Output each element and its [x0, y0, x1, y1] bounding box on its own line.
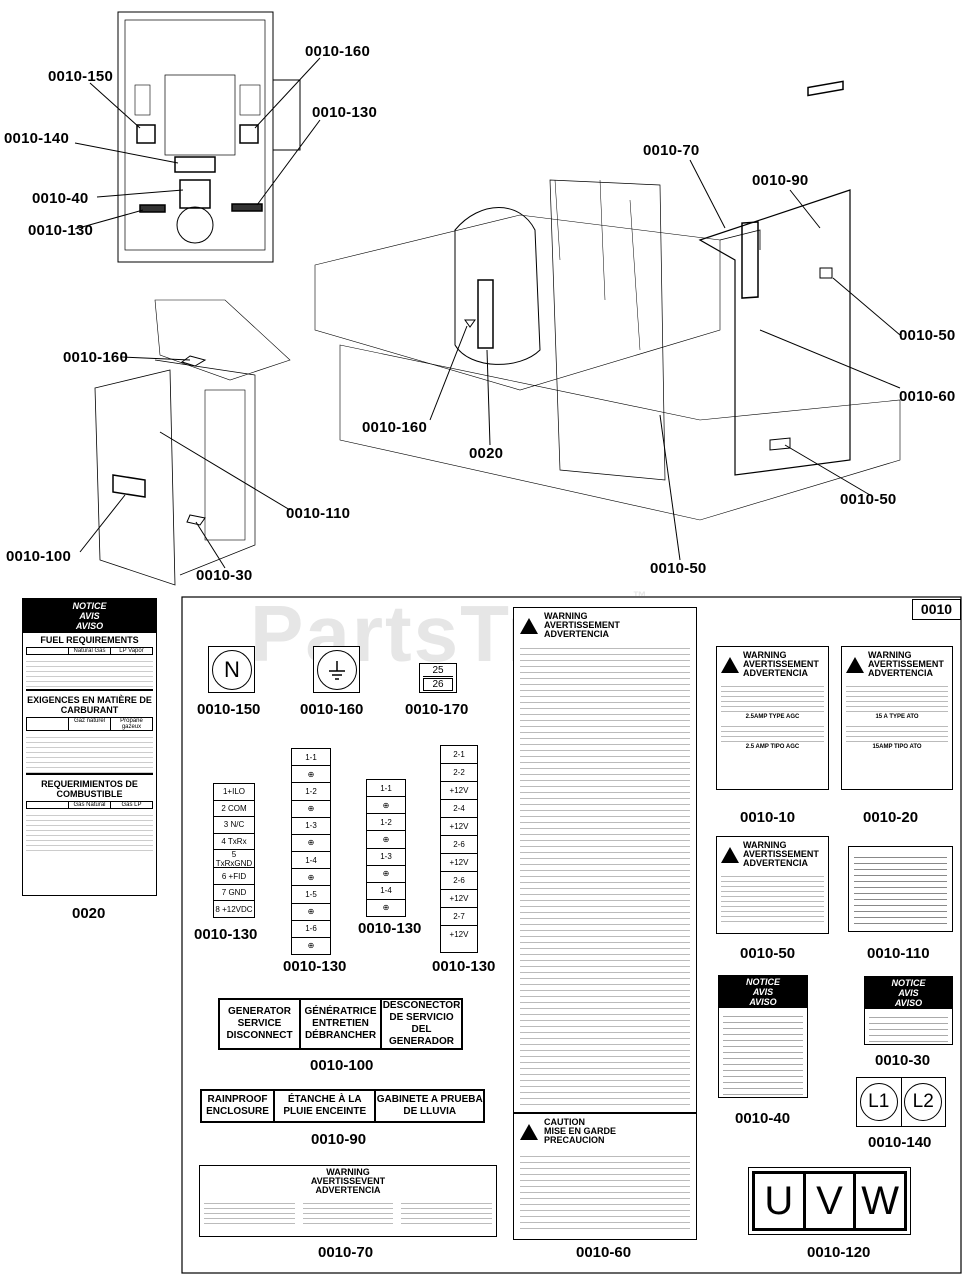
part-label-0010-130-d: 0010-130 [432, 958, 496, 975]
terminal-strip-a: 1+ILO 2 COM 3 N/C 4 TxRx 5 TxRxGND 6 +FI… [213, 783, 255, 918]
callout-0010-100: 0010-100 [6, 548, 71, 565]
decal-0010-110 [848, 846, 953, 932]
caution-triangle-icon [520, 1123, 538, 1140]
callout-0010-160-b: 0010-160 [63, 349, 128, 366]
part-label-0010-130-a: 0010-130 [194, 926, 258, 943]
part-label-0010-70: 0010-70 [318, 1244, 374, 1261]
part-label-0010-60: 0010-60 [576, 1244, 632, 1261]
warning-triangle-icon [520, 617, 538, 634]
callout-0010-90: 0010-90 [752, 172, 809, 189]
decal-0010-140: L1 L2 [856, 1077, 946, 1127]
part-label-0010-90: 0010-90 [311, 1131, 367, 1148]
terminal-strip-b: 1-1 ⊕ 1-2 ⊕ 1-3 ⊕ 1-4 ⊕ 1-5 ⊕ 1-6 ⊕ [291, 748, 331, 955]
neutral-symbol-icon: N [212, 650, 252, 690]
decal-0010-60-warning: WARNING AVERTISSEMENT ADVERTENCIA CAUTIO… [513, 607, 697, 1240]
fuel-title-es: REQUERIMIENTOS DE COMBUSTIBLE [41, 779, 138, 799]
phase-w-marker: W [856, 1171, 908, 1231]
callout-0010-140: 0010-140 [4, 130, 69, 147]
fuel-title-fr: EXIGENCES EN MATIÈRE DE CARBURANT [27, 695, 152, 715]
callout-0010-160-c: 0010-160 [362, 419, 427, 436]
part-label-0010-100: 0010-100 [310, 1057, 374, 1074]
callout-0010-60: 0010-60 [899, 388, 956, 405]
part-label-0010-150: 0010-150 [197, 701, 261, 718]
decal-0010-120-uvw: U V W [748, 1167, 911, 1235]
part-label-0020: 0020 [72, 905, 106, 922]
ground-symbol-icon [317, 650, 357, 690]
part-label-0010-130-b: 0010-130 [283, 958, 347, 975]
callout-0010-30: 0010-30 [196, 567, 253, 584]
fuel-title-en: FUEL REQUIREMENTS [40, 635, 139, 645]
phase-u-marker: U [752, 1171, 806, 1231]
callout-0010-70: 0010-70 [643, 142, 700, 159]
decal-0010-10-fuse: WARNING AVERTISSEMENT ADVERTENCIA 2.5AMP… [716, 646, 829, 790]
decal-0010-170: 25 26 [419, 663, 457, 693]
callout-0010-50-b: 0010-50 [840, 491, 897, 508]
decal-0010-40-notice: NOTICE AVIS AVISO [718, 975, 808, 1098]
callout-0010-50-a: 0010-50 [899, 327, 956, 344]
part-label-0010-40: 0010-40 [735, 1110, 791, 1127]
part-label-0010-140: 0010-140 [868, 1134, 932, 1151]
part-label-0010-170: 0010-170 [405, 701, 469, 718]
callout-0010-130: 0010-130 [312, 104, 377, 121]
decal-0010-150: N [208, 646, 255, 693]
decal-0010-70-warning: WARNING AVERTISSEVENT ADVERTENCIA [199, 1165, 497, 1237]
terminal-strip-d: 2-1 2-2 +12V 2-4 +12V 2-6 +12V 2-6 +12V … [440, 745, 478, 953]
part-label-0010-130-c: 0010-130 [358, 920, 422, 937]
terminal-strip-c: 1-1 ⊕ 1-2 ⊕ 1-3 ⊕ 1-4 ⊕ [366, 779, 406, 917]
part-label-0010-30: 0010-30 [875, 1052, 931, 1069]
decal-0010-50-warning: WARNING AVERTISSEMENT ADVERTENCIA [716, 836, 829, 934]
section-badge: 0010 [912, 599, 961, 620]
part-label-0010-10: 0010-10 [740, 809, 796, 826]
callout-0020: 0020 [469, 445, 504, 462]
phase-v-marker: V [805, 1171, 857, 1231]
warning-triangle-icon [721, 656, 739, 673]
callout-0010-130-b: 0010-130 [28, 222, 93, 239]
warning-triangle-icon [846, 656, 864, 673]
callout-0010-40: 0010-40 [32, 190, 89, 207]
decal-0010-160 [313, 646, 360, 693]
l2-marker: L2 [904, 1083, 943, 1121]
warning-triangle-icon [721, 846, 739, 863]
part-label-0010-50: 0010-50 [740, 945, 796, 962]
l1-marker: L1 [859, 1083, 898, 1121]
decal-0010-20-fuse: WARNING AVERTISSEMENT ADVERTENCIA 15 A T… [841, 646, 953, 790]
callout-0010-50-c: 0010-50 [650, 560, 707, 577]
decal-0010-100-disconnect: GENERATOR SERVICE DISCONNECT GÉNÉRATRICE… [218, 998, 463, 1050]
part-label-0010-120: 0010-120 [807, 1244, 871, 1261]
callout-0010-160: 0010-160 [305, 43, 370, 60]
part-label-0010-110: 0010-110 [867, 945, 930, 962]
callout-0010-110: 0010-110 [286, 505, 351, 522]
decal-0020-fuel-requirements: NOTICE AVIS AVISO FUEL REQUIREMENTS Natu… [22, 598, 157, 896]
part-label-0010-160: 0010-160 [300, 701, 364, 718]
decal-0010-90-enclosure: RAINPROOF ENCLOSURE ÉTANCHE À LA PLUIE E… [200, 1089, 485, 1123]
callout-0010-150: 0010-150 [48, 68, 113, 85]
part-label-0010-20: 0010-20 [863, 809, 919, 826]
decal-0010-30-notice: NOTICE AVIS AVISO [864, 976, 953, 1045]
